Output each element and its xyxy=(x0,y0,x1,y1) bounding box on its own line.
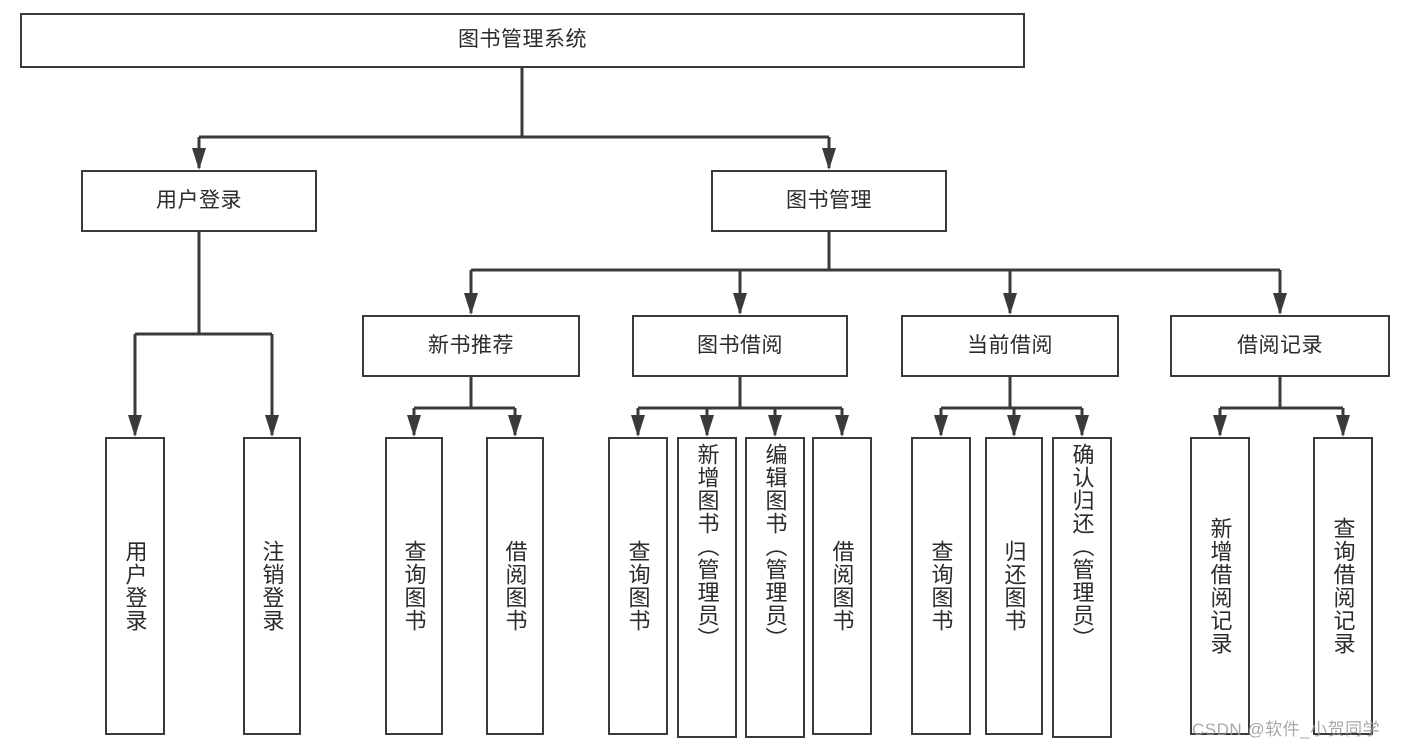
node-leaf-logout-login: 注销登录 xyxy=(243,437,301,735)
node-label: 查询借阅记录 xyxy=(1330,517,1356,655)
node-book-management: 图书管理 xyxy=(711,170,947,232)
node-label: 编辑图书（管理员） xyxy=(762,443,788,650)
node-label: 借阅图书 xyxy=(829,540,855,632)
node-label: 新书推荐 xyxy=(428,333,514,357)
node-leaf-query-books-current: 查询图书 xyxy=(911,437,971,735)
node-label: 借阅记录 xyxy=(1237,333,1323,357)
node-current-borrow: 当前借阅 xyxy=(901,315,1119,377)
node-borrow-record: 借阅记录 xyxy=(1170,315,1390,377)
node-label: 查询图书 xyxy=(401,540,427,632)
node-user-login: 用户登录 xyxy=(81,170,317,232)
node-leaf-query-books-borrow: 查询图书 xyxy=(608,437,668,735)
node-label: 图书管理系统 xyxy=(458,28,587,52)
node-label: 用户登录 xyxy=(122,540,148,632)
node-label: 借阅图书 xyxy=(502,540,528,632)
node-label: 注销登录 xyxy=(259,540,285,632)
node-leaf-query-borrow-record: 查询借阅记录 xyxy=(1313,437,1373,735)
node-leaf-add-borrow-record: 新增借阅记录 xyxy=(1190,437,1250,735)
node-leaf-borrow-books-recommend: 借阅图书 xyxy=(486,437,544,735)
node-leaf-add-book-admin: 新增图书（管理员） xyxy=(677,437,737,738)
node-system-title: 图书管理系统 xyxy=(20,13,1025,68)
node-label: 图书管理 xyxy=(786,188,872,212)
node-leaf-borrow-books-borrow: 借阅图书 xyxy=(812,437,872,735)
node-label: 当前借阅 xyxy=(967,333,1053,357)
node-leaf-confirm-return-admin: 确认归还（管理员） xyxy=(1052,437,1112,738)
node-label: 查询图书 xyxy=(625,540,651,632)
node-book-borrow: 图书借阅 xyxy=(632,315,848,377)
node-label: 归还图书 xyxy=(1001,540,1027,632)
node-leaf-return-books: 归还图书 xyxy=(985,437,1043,735)
node-label: 新增借阅记录 xyxy=(1207,517,1233,655)
node-label: 确认归还（管理员） xyxy=(1069,443,1095,650)
node-leaf-query-books-recommend: 查询图书 xyxy=(385,437,443,735)
node-label: 查询图书 xyxy=(928,540,954,632)
csdn-watermark: CSDN @软件_小贺同学 xyxy=(1192,720,1381,739)
node-label: 新增图书（管理员） xyxy=(694,443,720,650)
node-leaf-edit-book-admin: 编辑图书（管理员） xyxy=(745,437,805,738)
node-label: 用户登录 xyxy=(156,188,242,212)
node-new-book-recommend: 新书推荐 xyxy=(362,315,580,377)
node-label: 图书借阅 xyxy=(697,333,783,357)
node-leaf-user-login: 用户登录 xyxy=(105,437,165,735)
